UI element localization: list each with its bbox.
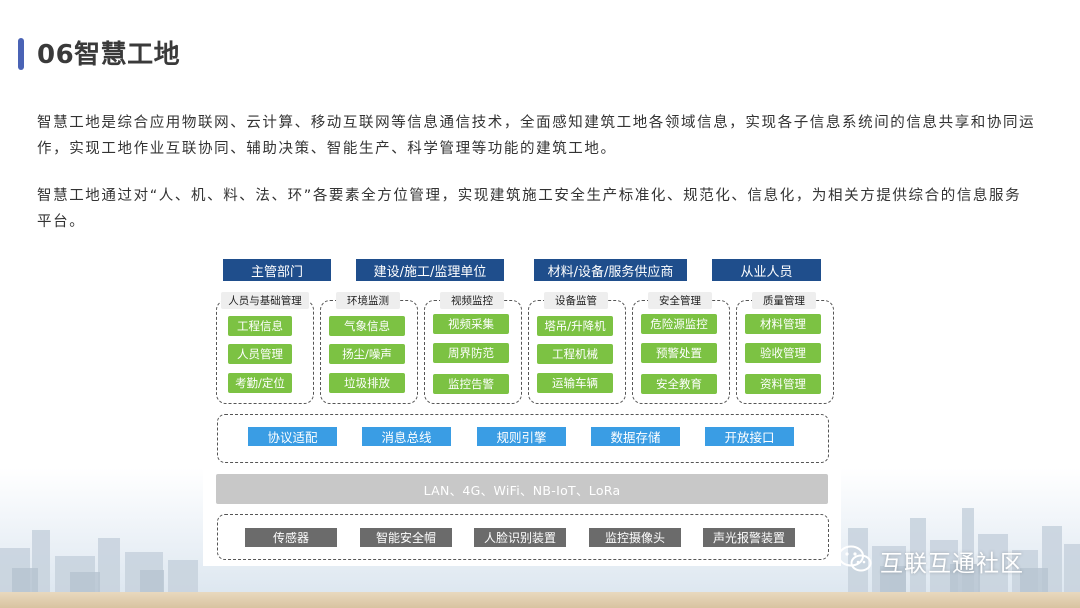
wechat-icon xyxy=(838,545,872,577)
stakeholder-tag: 建设/施工/监理单位 xyxy=(356,259,504,281)
app-item: 人员管理 xyxy=(228,344,292,364)
app-group-title: 环境监测 xyxy=(336,292,400,309)
app-item: 安全教育 xyxy=(641,374,717,394)
title-accent-bar xyxy=(18,38,24,70)
app-item: 运输车辆 xyxy=(537,373,613,393)
device-item: 监控摄像头 xyxy=(589,528,681,547)
app-item: 工程信息 xyxy=(228,316,292,336)
app-item: 资料管理 xyxy=(745,374,821,394)
platform-item: 消息总线 xyxy=(362,427,451,446)
app-item: 监控告警 xyxy=(433,374,509,394)
platform-layer-border xyxy=(217,414,829,463)
stakeholder-tag: 材料/设备/服务供应商 xyxy=(534,259,687,281)
device-layer-border xyxy=(217,514,829,560)
platform-item: 数据存储 xyxy=(591,427,680,446)
app-item: 危险源监控 xyxy=(641,314,717,334)
intro-paragraph: 智慧工地是综合应用物联网、云计算、移动互联网等信息通信技术，全面感知建筑工地各领… xyxy=(37,115,1036,157)
page-title: 06智慧工地 xyxy=(37,40,181,70)
device-item: 声光报警装置 xyxy=(703,528,795,547)
stakeholder-tag: 从业人员 xyxy=(712,259,821,281)
stakeholder-tag: 主管部门 xyxy=(223,259,331,281)
app-item: 周界防范 xyxy=(433,343,509,363)
app-item: 验收管理 xyxy=(745,343,821,363)
app-group-title: 人员与基础管理 xyxy=(221,292,309,309)
app-item: 视频采集 xyxy=(433,314,509,334)
app-item: 垃圾排放 xyxy=(329,373,405,393)
platform-item: 开放接口 xyxy=(705,427,794,446)
device-item: 人脸识别装置 xyxy=(474,528,566,547)
management-paragraph: 智慧工地通过对“人、机、料、法、环”各要素全方位管理，实现建筑施工安全生产标准化… xyxy=(37,188,1022,230)
platform-item: 规则引擎 xyxy=(477,427,566,446)
platform-item: 协议适配 xyxy=(248,427,337,446)
network-layer: LAN、4G、WiFi、NB-IoT、LoRa xyxy=(216,474,828,504)
app-item: 工程机械 xyxy=(537,344,613,364)
app-item: 气象信息 xyxy=(329,316,405,336)
app-group-title: 视频监控 xyxy=(440,292,504,309)
app-item: 扬尘/噪声 xyxy=(329,344,405,364)
app-item: 材料管理 xyxy=(745,314,821,334)
device-item: 传感器 xyxy=(245,528,337,547)
architecture-diagram: 主管部门 建设/施工/监理单位 材料/设备/服务供应商 从业人员 人员与基础管理… xyxy=(203,252,841,566)
watermark: 互联互通社区 xyxy=(838,544,1024,578)
app-item: 预警处置 xyxy=(641,343,717,363)
app-item: 塔吊/升降机 xyxy=(537,316,613,336)
app-group-title: 质量管理 xyxy=(752,292,816,309)
watermark-text: 互联互通社区 xyxy=(880,551,1024,577)
app-group-title: 设备监管 xyxy=(544,292,608,309)
app-group-title: 安全管理 xyxy=(648,292,712,309)
app-item: 考勤/定位 xyxy=(228,373,292,393)
device-item: 智能安全帽 xyxy=(360,528,452,547)
